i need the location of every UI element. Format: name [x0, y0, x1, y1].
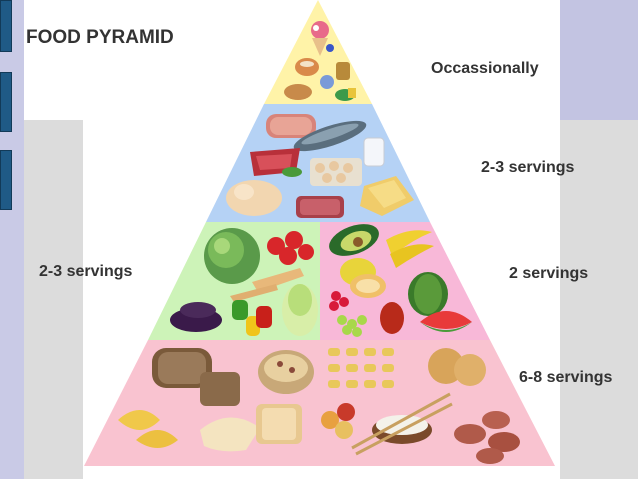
label-protein-servings: 2-3 servings	[481, 159, 575, 176]
label-grain-servings: 6-8 servings	[519, 369, 613, 386]
label-fruit-servings: 2 servings	[509, 265, 589, 282]
slide-title: FOOD PYRAMID	[26, 27, 174, 48]
decor-bar-2	[0, 72, 12, 132]
grain-foods-group	[118, 348, 520, 464]
label-occasionally: Occassionally	[431, 60, 539, 77]
decor-bar-3	[0, 150, 12, 210]
vegetable-foods-group	[170, 228, 318, 336]
protein-foods-group	[226, 114, 414, 218]
fruit-foods-group	[329, 224, 472, 337]
title-panel	[24, 0, 83, 120]
decor-bar-1	[0, 0, 12, 52]
sweets-group	[284, 21, 356, 101]
label-vegetable-servings: 2-3 servings	[39, 263, 133, 280]
